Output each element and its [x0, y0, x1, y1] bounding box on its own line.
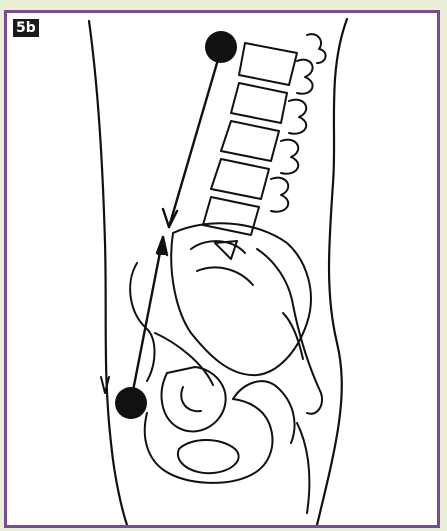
body-contour-left [89, 21, 127, 525]
downward-arrow [163, 209, 177, 227]
spine [203, 34, 326, 235]
body-contour-right [317, 19, 347, 525]
pelvis-spine-illustration [7, 13, 437, 525]
figure-frame: 5b [4, 10, 440, 528]
upper-marker-dot [205, 31, 237, 63]
lower-marker-dot [115, 387, 147, 419]
pelvis [130, 223, 322, 513]
panel-label: 5b [13, 19, 39, 37]
lower-arrow-line [131, 237, 163, 401]
